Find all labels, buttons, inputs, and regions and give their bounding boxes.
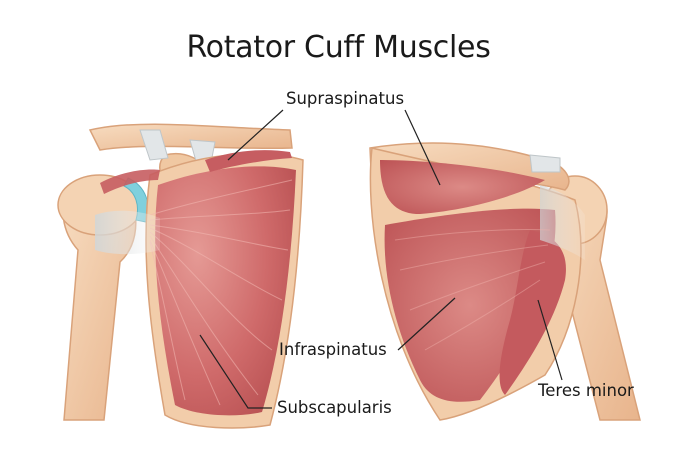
- right-tendons: [540, 185, 585, 260]
- leader-supraspinatus-right: [404, 109, 441, 186]
- diagram-title: Rotator Cuff Muscles: [186, 30, 491, 65]
- leader-infraspinatus: [397, 297, 456, 351]
- left-supraspinatus-muscle: [205, 150, 292, 172]
- leader-supraspinatus-left: [227, 109, 284, 161]
- infraspinatus-fibers: [394, 228, 551, 351]
- label-subscapularis: Subscapularis: [277, 398, 392, 417]
- left-subscapularis-tendon: [95, 210, 160, 255]
- label-teres-minor: Teres minor: [538, 381, 634, 400]
- subscapularis-muscle: [155, 166, 296, 416]
- left-clavicle: [88, 123, 293, 151]
- infraspinatus-muscle: [384, 208, 556, 402]
- teres-minor-muscle: [499, 230, 566, 395]
- left-supraspinatus-tendon: [100, 169, 160, 194]
- anterior-view: [57, 123, 304, 429]
- label-infraspinatus: Infraspinatus: [279, 340, 387, 359]
- posterior-view: [369, 142, 641, 421]
- leader-teres-minor: [537, 299, 563, 381]
- subscapularis-fibers: [149, 179, 293, 406]
- supraspinatus-muscle: [380, 160, 545, 214]
- label-supraspinatus: Supraspinatus: [286, 89, 405, 108]
- leader-subscapularis: [199, 334, 272, 409]
- leader-lines: [199, 109, 563, 409]
- right-ligament: [529, 154, 561, 173]
